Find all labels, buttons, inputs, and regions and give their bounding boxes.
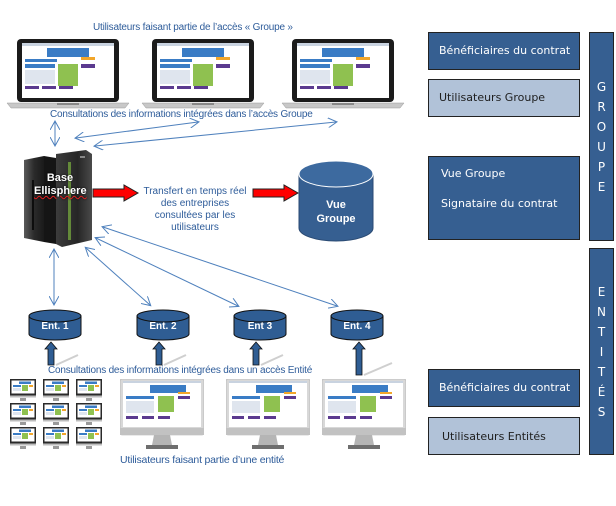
up-arrow-icon — [152, 341, 187, 366]
up-arrow-icon — [249, 341, 284, 366]
entity-users-caption: Utilisateurs faisant partie d’une entité — [120, 454, 285, 466]
side-letter: T — [597, 364, 606, 379]
laptop-icon — [140, 37, 266, 109]
monitor-icon — [119, 378, 205, 451]
side-letter: S — [597, 404, 606, 419]
up-arrow-icon — [44, 341, 79, 366]
legend-groupe-utilisateurs: Utilisateurs Groupe — [428, 79, 580, 117]
server-label-line1: Base — [46, 172, 74, 184]
legend-groupe-vue: Vue Groupe Signataire du contrat — [428, 156, 580, 240]
monitor-icon — [321, 378, 407, 451]
side-letter: P — [597, 159, 606, 174]
side-letter: U — [597, 139, 606, 154]
side-letter: G — [596, 79, 607, 94]
transfer-description: Transfert en temps réel des entreprises … — [130, 186, 260, 234]
connection-arrows — [0, 0, 420, 380]
vue-groupe-line-2: Groupe — [316, 213, 356, 225]
side-letter: N — [597, 304, 606, 319]
arrow-server-to-laptop-3 — [95, 122, 336, 146]
side-letter: R — [597, 99, 606, 114]
legend-entites-beneficiaires: Bénéficiaires du contrat — [428, 369, 580, 407]
entity-label: Ent. 1 — [41, 321, 69, 332]
group-users-caption: Utilisateurs faisant partie de l’accès «… — [93, 22, 293, 33]
side-letter: E — [597, 284, 606, 299]
mainframe-server-icon — [22, 150, 94, 248]
entity-database-1: Ent. 1 — [28, 309, 82, 341]
entites-side-label: E N T I T É S — [589, 248, 614, 455]
transfer-line-3: consultées par les — [154, 210, 236, 221]
up-arrow-icon — [352, 341, 393, 376]
arrow-server-to-ent-2 — [86, 248, 150, 305]
entity-label: Ent 3 — [247, 321, 273, 332]
laptop-icon — [280, 37, 406, 109]
entity-database-3: Ent 3 — [233, 309, 287, 341]
side-letter: O — [596, 119, 607, 134]
side-letter: E — [597, 179, 606, 194]
groupe-side-label: G R O U P E — [589, 32, 614, 241]
entity-label: Ent. 4 — [343, 321, 371, 332]
vue-groupe-line-1: Vue — [326, 199, 346, 211]
transfer-line-4: utilisateurs — [171, 222, 219, 233]
transfer-line-2: des entreprises — [160, 198, 230, 209]
legend-vue-groupe-label: Vue Groupe — [441, 167, 506, 180]
server-label: Base Ellisphere — [34, 172, 87, 198]
entity-database-4: Ent. 4 — [330, 309, 384, 341]
entity-database-2: Ent. 2 — [136, 309, 190, 341]
laptop-icon — [5, 37, 131, 109]
legend-groupe-beneficiaires: Bénéficiaires du contrat — [428, 32, 580, 70]
legend-entites-utilisateurs: Utilisateurs Entités — [428, 417, 580, 455]
legend-signataire-label: Signataire du contrat — [441, 197, 558, 210]
transfer-line-1: Transfert en temps réel — [143, 186, 247, 197]
monitor-icon — [225, 378, 311, 451]
arrow-server-to-ent-4 — [103, 227, 337, 306]
side-letter: I — [599, 344, 604, 359]
vue-groupe-database-icon: Vue Groupe — [298, 160, 374, 244]
red-arrow-icon — [252, 184, 300, 202]
entity-consult-caption: Consultations des informations intégrées… — [48, 365, 313, 376]
group-consult-caption: Consultations des informations intégrées… — [50, 109, 313, 120]
monitor-grid — [10, 379, 106, 451]
entity-label: Ent. 2 — [149, 321, 177, 332]
side-letter: É — [597, 384, 606, 399]
red-arrow-icon — [92, 184, 140, 202]
side-letter: T — [597, 324, 606, 339]
server-label-line2: Ellisphere — [34, 185, 87, 197]
arrow-server-to-laptop-2 — [76, 122, 198, 138]
